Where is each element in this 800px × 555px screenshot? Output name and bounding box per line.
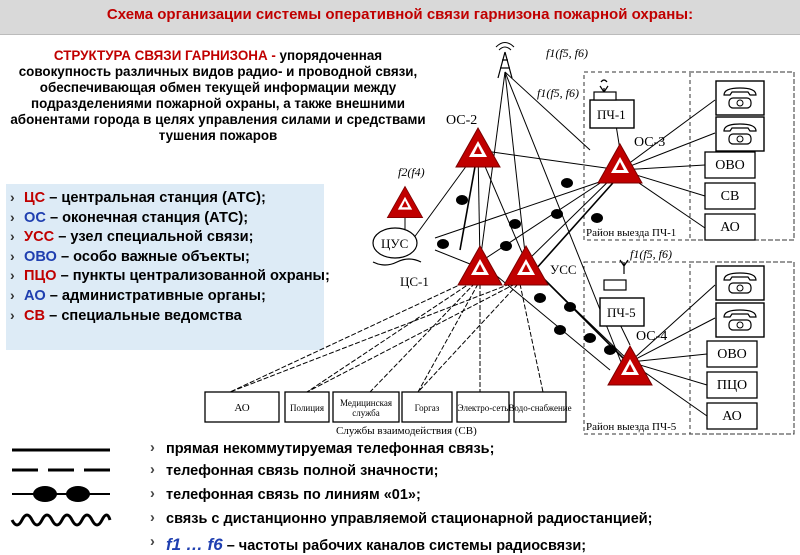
radio-tower-icon (495, 42, 515, 79)
label-freq-left: f2(f4) (398, 165, 425, 179)
frequency-range: f1 … f6 (166, 535, 223, 554)
service-4-box (456, 391, 510, 423)
page-title: Схема организации системы оперативной св… (106, 6, 694, 23)
abbreviation-definition: – особо важные объекты; (56, 248, 250, 265)
label-os4: ОС-4 (636, 329, 667, 344)
structure-lead: СТРУКТУРА СВЯЗИ ГАРНИЗОНА - (53, 48, 276, 63)
abbreviation-definition: – специальные ведомства (45, 307, 242, 324)
abbreviation-item: ОВО – особо важные объекты; (10, 247, 330, 268)
abbreviation-item: ПЦО – пункты централизованной охраны; (10, 266, 330, 287)
district1-1-box (704, 182, 756, 210)
line-legend-text: телефонная связь по линиям «01»; (166, 487, 421, 503)
abbreviation-term: УСС (24, 229, 55, 246)
line-01-icon (12, 486, 110, 502)
abbreviation-item: АО – административные органы; (10, 286, 330, 307)
line-legend-item-frequency: f1 … f6 – частоты рабочих каналов систем… (150, 534, 587, 555)
radio-antenna-icon (593, 79, 629, 291)
district-1-frame (583, 71, 795, 241)
label-cus: ЦУС (381, 236, 408, 251)
label-os3: ОС-3 (634, 135, 665, 150)
district1-1-label: СВ (721, 189, 740, 204)
line-legend-item-dashed-line: телефонная связь полной значности; (150, 462, 439, 479)
district5-1-box (706, 371, 758, 399)
abbreviation-term: ЦС (24, 190, 46, 206)
district1-2-box (704, 213, 756, 241)
abbreviation-item: УСС – узел специальной связи; (10, 227, 330, 248)
abbreviation-term: СВ (24, 307, 46, 324)
label-district5: Район выезда ПЧ-5 (586, 421, 677, 433)
label-freq-lower: f1(f5, f6) (630, 247, 672, 261)
district1-2-label: АО (720, 220, 740, 235)
abbreviation-term: ПЦО (24, 268, 57, 285)
abbreviation-term: ОС (24, 209, 46, 226)
label-cs1: ЦС-1 (400, 274, 429, 289)
structure-definition: СТРУКТУРА СВЯЗИ ГАРНИЗОНА - упорядоченна… (6, 48, 430, 144)
abbreviation-definition: – узел специальной связи; (54, 229, 254, 246)
district5-0-label: ОВО (717, 347, 747, 362)
service-1-box (284, 391, 330, 423)
abbreviation-term: АО (24, 287, 46, 304)
abbreviation-definition: – центральная станция (АТС); (45, 190, 266, 206)
pch1-box (589, 99, 635, 129)
line-legend-item-solid-line: прямая некоммутируемая телефонная связь; (150, 440, 495, 457)
label-services: Службы взаимодействия (СВ) (336, 425, 477, 437)
district5-2-box (706, 402, 758, 430)
pch5-box (599, 297, 645, 327)
label-freq-top: f1(f5, f6) (546, 46, 588, 60)
line-legend-text: – частоты рабочих каналов системы радиос… (222, 538, 587, 554)
service-5-box (513, 391, 567, 423)
line-legend-item-line-01: телефонная связь по линиям «01»; (150, 486, 421, 503)
label-pch5: ПЧ-5 (607, 305, 636, 320)
service-3-box (401, 391, 453, 423)
abbreviation-definition: – пункты централизованной охраны; (56, 268, 330, 285)
service-3-label: Горгаз (415, 403, 440, 413)
service-5-label: Водо-снабжение (508, 403, 571, 413)
district5-0-box (706, 340, 758, 368)
service-0-box (204, 391, 280, 423)
abbreviation-item: СВ – специальные ведомства (10, 306, 330, 327)
label-os2: ОС-2 (446, 113, 477, 128)
abbreviation-term: ОВО (24, 248, 57, 265)
wavy-line-icon (10, 513, 112, 527)
label-district1: Район выезда ПЧ-1 (586, 227, 676, 239)
abbreviation-list: ЦС – центральная станция (АТС);ОС – окон… (10, 188, 330, 327)
service-2-label: служба (352, 408, 380, 418)
service-1-label: Полиция (290, 403, 324, 413)
abbreviation-definition: – административные органы; (45, 287, 266, 304)
service-2-box (332, 391, 400, 423)
service-0-label: АО (234, 402, 249, 414)
structure-text: упорядоченная совокупность различных вид… (10, 48, 426, 143)
abbreviation-item: ЦС – центральная станция (АТС); (10, 188, 330, 209)
line-legend-text: прямая некоммутируемая телефонная связь; (166, 441, 495, 457)
cus-node (372, 227, 418, 259)
line-legend-text: связь с дистанционно управляемой стацион… (166, 511, 653, 527)
label-freq-mid: f1(f5, f6) (537, 86, 579, 100)
abbreviation-item: ОС – оконечная станция (АТС); (10, 208, 330, 229)
service-2-label: Медицинская (340, 398, 392, 408)
abbreviation-definition: – оконечная станция (АТС); (45, 209, 249, 226)
district5-2-label: АО (722, 409, 742, 424)
label-pch1: ПЧ-1 (597, 107, 626, 122)
label-uss: УСС (550, 262, 577, 277)
title-bar (0, 0, 800, 35)
district1-0-box (704, 151, 756, 179)
district1-0-label: ОВО (715, 158, 745, 173)
line-legend-item-wavy-line: связь с дистанционно управляемой стацион… (150, 510, 653, 527)
district5-1-label: ПЦО (717, 378, 747, 393)
service-4-label: Электро-сеть (458, 403, 509, 413)
line-legend-text: телефонная связь полной значности; (166, 463, 439, 479)
